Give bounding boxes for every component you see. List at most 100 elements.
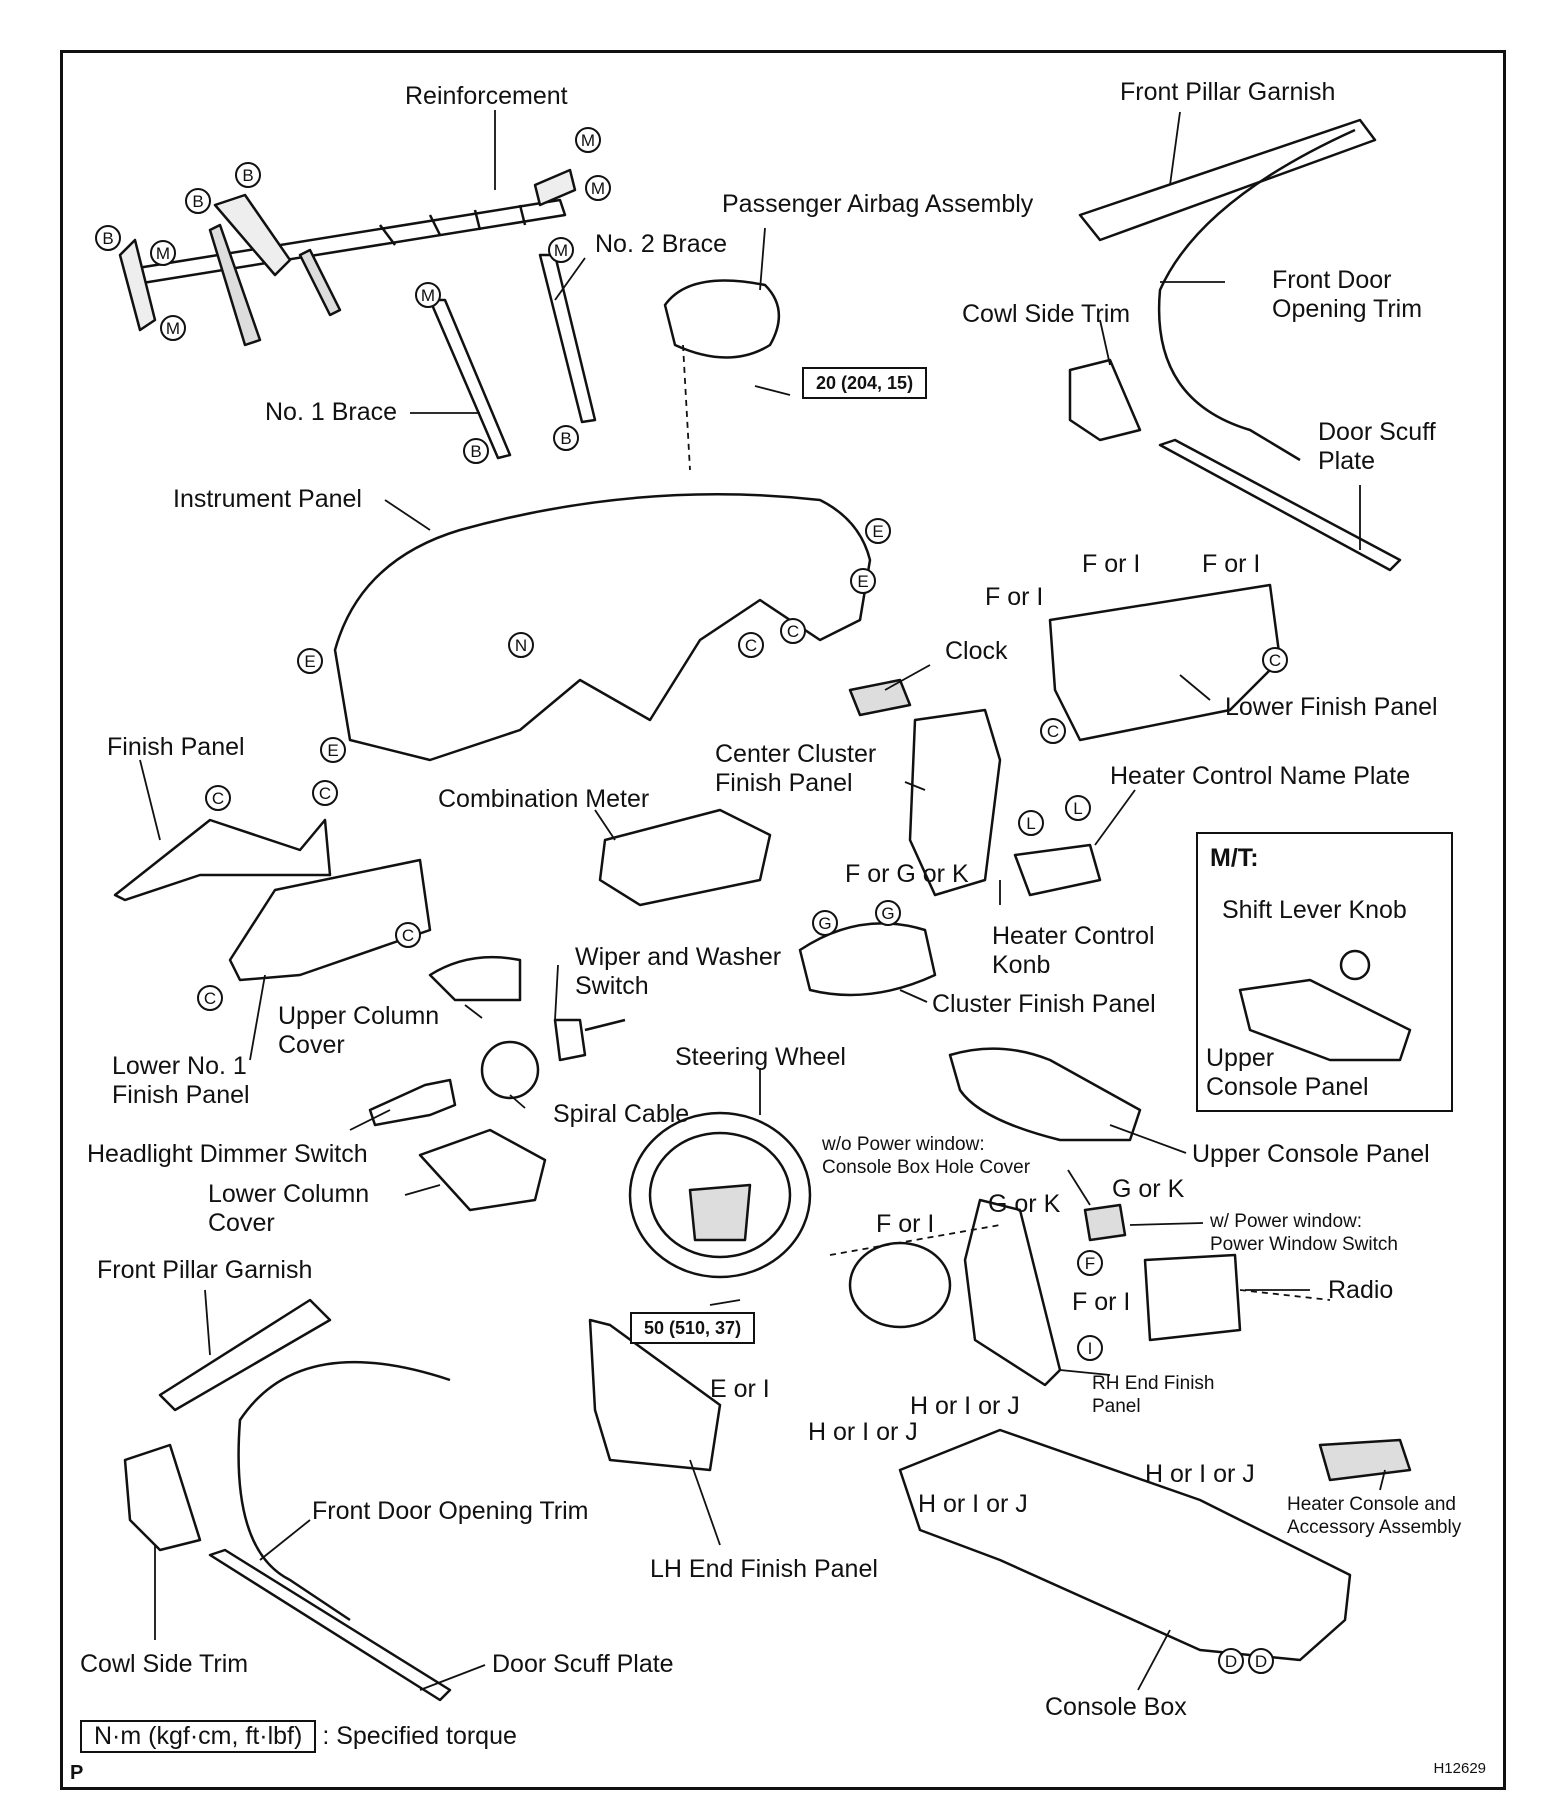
mt-inset-box: M/T: Shift Lever Knob Upper Console Pane… xyxy=(1196,832,1453,1112)
page-mark: P xyxy=(70,1762,84,1784)
label-door-scuff-plate-top: Door Scuff Plate xyxy=(1318,418,1436,475)
clip-f-or-i-1: F or I xyxy=(985,583,1044,611)
badge-e: E xyxy=(850,568,876,594)
clip-h-or-i-or-j-1: H or I or J xyxy=(910,1392,1020,1420)
instrument-panel-drawing xyxy=(333,493,872,762)
figure-code: H12629 xyxy=(1433,1760,1486,1777)
steering-wheel-drawing xyxy=(628,1111,812,1279)
radio-drawing xyxy=(1143,1253,1242,1342)
clip-f-or-i-2: F or I xyxy=(1082,550,1141,578)
badge-m: M xyxy=(575,127,601,153)
label-radio: Radio xyxy=(1328,1276,1394,1304)
badge-g: G xyxy=(812,910,838,936)
label-passenger-airbag: Passenger Airbag Assembly xyxy=(722,190,1034,218)
badge-c: C xyxy=(1040,718,1066,744)
label-headlight-dimmer-switch: Headlight Dimmer Switch xyxy=(87,1140,368,1168)
label-upper-column-cover: Upper Column Cover xyxy=(278,1002,440,1059)
clip-e-or-i: E or I xyxy=(710,1375,770,1403)
badge-e: E xyxy=(297,648,323,674)
label-spiral-cable: Spiral Cable xyxy=(553,1100,690,1128)
clip-f-or-g-or-k: F or G or K xyxy=(845,860,969,888)
label-finish-panel: Finish Panel xyxy=(107,733,245,761)
badge-d: D xyxy=(1218,1648,1244,1674)
badge-b: B xyxy=(235,162,261,188)
diagram-frame xyxy=(60,50,1506,1790)
badge-b: B xyxy=(95,225,121,251)
badge-d: D xyxy=(1248,1648,1274,1674)
badge-g: G xyxy=(875,900,901,926)
label-no1-brace: No. 1 Brace xyxy=(265,398,398,426)
label-lower-finish-panel: Lower Finish Panel xyxy=(1225,693,1438,721)
badge-l: L xyxy=(1065,795,1091,821)
wiper-switch-drawing xyxy=(553,1018,626,1062)
upper-column-cover-drawing xyxy=(428,955,522,1002)
combination-meter-drawing xyxy=(598,808,772,907)
clip-g-or-k-1: G or K xyxy=(988,1190,1061,1218)
cowl-side-trim-bottom-drawing xyxy=(123,1443,202,1552)
label-mt: M/T: xyxy=(1210,844,1259,872)
badge-e: E xyxy=(865,518,891,544)
lower-no1-finish-panel-drawing xyxy=(228,858,432,982)
front-pillar-garnish-bottom-drawing xyxy=(158,1298,332,1412)
door-scuff-plate-top-drawing xyxy=(1158,438,1402,572)
label-console-box: Console Box xyxy=(1045,1693,1187,1721)
badge-f: F xyxy=(1077,1250,1103,1276)
badge-i: I xyxy=(1077,1335,1103,1361)
label-console-box-hole-cover: w/o Power window: Console Box Hole Cover xyxy=(822,1134,1031,1178)
front-door-opening-trim-bottom-drawing xyxy=(237,1360,451,1622)
cowl-side-trim-top-drawing xyxy=(1068,358,1142,442)
label-rh-end-finish-panel: RH End Finish Panel xyxy=(1092,1373,1215,1417)
badge-c: C xyxy=(395,922,421,948)
clip-h-or-i-or-j-2: H or I or J xyxy=(808,1418,918,1446)
badge-c: C xyxy=(197,985,223,1011)
front-door-opening-trim-top-drawing xyxy=(1157,128,1356,462)
label-power-window-switch: w/ Power window: Power Window Switch xyxy=(1210,1211,1398,1255)
label-heater-control-knob: Heater Control Konb xyxy=(992,922,1155,979)
console-box-drawing xyxy=(898,1428,1352,1662)
mt-shift-knob-drawing xyxy=(1339,949,1371,981)
badge-l: L xyxy=(1018,810,1044,836)
clip-f-or-i-5: F or I xyxy=(1072,1288,1131,1316)
heater-console-drawing xyxy=(1318,1438,1412,1482)
label-cowl-side-trim-top: Cowl Side Trim xyxy=(962,300,1131,328)
label-wiper-washer-switch: Wiper and Washer Switch xyxy=(575,943,782,1000)
clip-f-or-i-3: F or I xyxy=(1202,550,1261,578)
clock-drawing xyxy=(848,678,912,717)
legend-text: : Specified torque xyxy=(322,1722,517,1750)
torque-legend: N·m (kgf·cm, ft·lbf): Specified torque xyxy=(80,1720,517,1753)
label-lower-no1-finish-panel: Lower No. 1 Finish Panel xyxy=(112,1052,250,1109)
label-clock: Clock xyxy=(945,637,1008,665)
badge-m: M xyxy=(585,175,611,201)
label-cluster-finish-panel: Cluster Finish Panel xyxy=(932,990,1156,1018)
lh-end-finish-panel-drawing xyxy=(588,1318,722,1472)
label-front-door-opening-trim-top: Front Door Opening Trim xyxy=(1272,266,1423,323)
mt-upper-console-panel-drawing xyxy=(1238,978,1412,1062)
center-cluster-drawing xyxy=(908,708,1002,897)
finish-panel-drawing xyxy=(113,818,332,902)
horn-pad-drawing xyxy=(848,1241,952,1329)
headlight-switch-drawing xyxy=(368,1078,457,1127)
label-front-pillar-garnish-bottom: Front Pillar Garnish xyxy=(97,1256,313,1284)
badge-c: C xyxy=(312,780,338,806)
label-instrument-panel: Instrument Panel xyxy=(173,485,362,513)
badge-m: M xyxy=(160,315,186,341)
rh-end-finish-panel-drawing xyxy=(963,1198,1062,1387)
lower-column-cover-drawing xyxy=(418,1128,547,1212)
label-reinforcement: Reinforcement xyxy=(405,82,568,110)
legend-unit-box: N·m (kgf·cm, ft·lbf) xyxy=(80,1720,317,1753)
badge-b: B xyxy=(185,188,211,214)
badge-e: E xyxy=(320,737,346,763)
label-combination-meter: Combination Meter xyxy=(438,785,650,813)
label-heater-control-name-plate: Heater Control Name Plate xyxy=(1110,762,1411,790)
label-lh-end-finish-panel: LH End Finish Panel xyxy=(650,1555,878,1583)
lower-finish-panel-drawing xyxy=(1048,583,1282,742)
clip-g-or-k-2: G or K xyxy=(1112,1175,1185,1203)
label-cowl-side-trim-bottom: Cowl Side Trim xyxy=(80,1650,249,1678)
badge-m: M xyxy=(548,237,574,263)
badge-m: M xyxy=(150,240,176,266)
label-door-scuff-plate-bottom: Door Scuff Plate xyxy=(492,1650,674,1678)
clip-f-or-i-4: F or I xyxy=(876,1210,935,1238)
spiral-cable-drawing xyxy=(480,1040,540,1100)
front-pillar-garnish-top-drawing xyxy=(1078,118,1377,242)
badge-c: C xyxy=(205,785,231,811)
